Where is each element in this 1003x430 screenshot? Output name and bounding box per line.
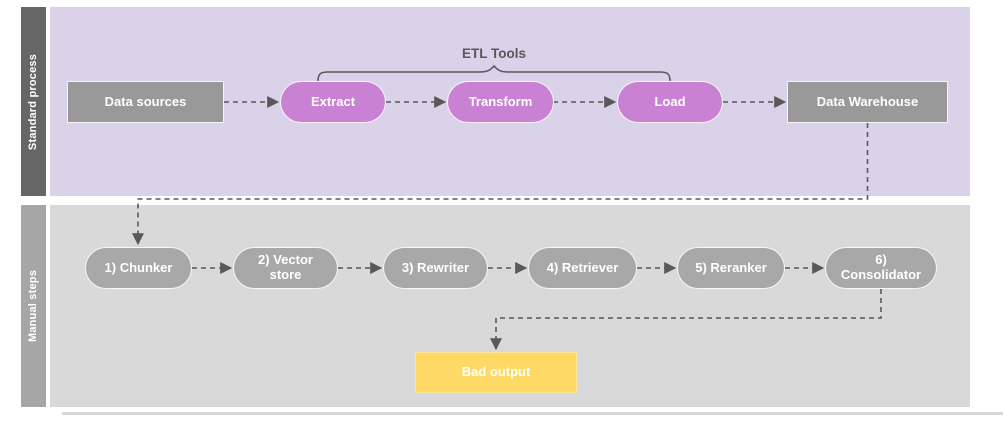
lane-bar-standard-process: Standard process bbox=[21, 7, 46, 196]
node-vector-store: 2) Vector store bbox=[233, 247, 338, 289]
node-extract: Extract bbox=[280, 81, 386, 123]
node-data-sources: Data sources bbox=[67, 81, 224, 123]
page-divider bbox=[62, 412, 1003, 415]
node-chunker: 1) Chunker bbox=[85, 247, 192, 289]
node-data-warehouse: Data Warehouse bbox=[787, 81, 948, 123]
lane-label-standard-process: Standard process bbox=[27, 53, 40, 150]
node-reranker: 5) Reranker bbox=[677, 247, 785, 289]
node-transform: Transform bbox=[447, 81, 554, 123]
node-consolidator: 6) Consolidator bbox=[825, 247, 937, 289]
node-bad-output: Bad output bbox=[415, 352, 577, 393]
node-load: Load bbox=[617, 81, 723, 123]
node-retriever: 4) Retriever bbox=[528, 247, 637, 289]
lane-label-manual-steps: Manual steps bbox=[27, 269, 40, 343]
lane-bar-manual-steps: Manual steps bbox=[21, 205, 46, 407]
node-rewriter: 3) Rewriter bbox=[383, 247, 488, 289]
etl-tools-annotation: ETL Tools bbox=[462, 46, 526, 61]
